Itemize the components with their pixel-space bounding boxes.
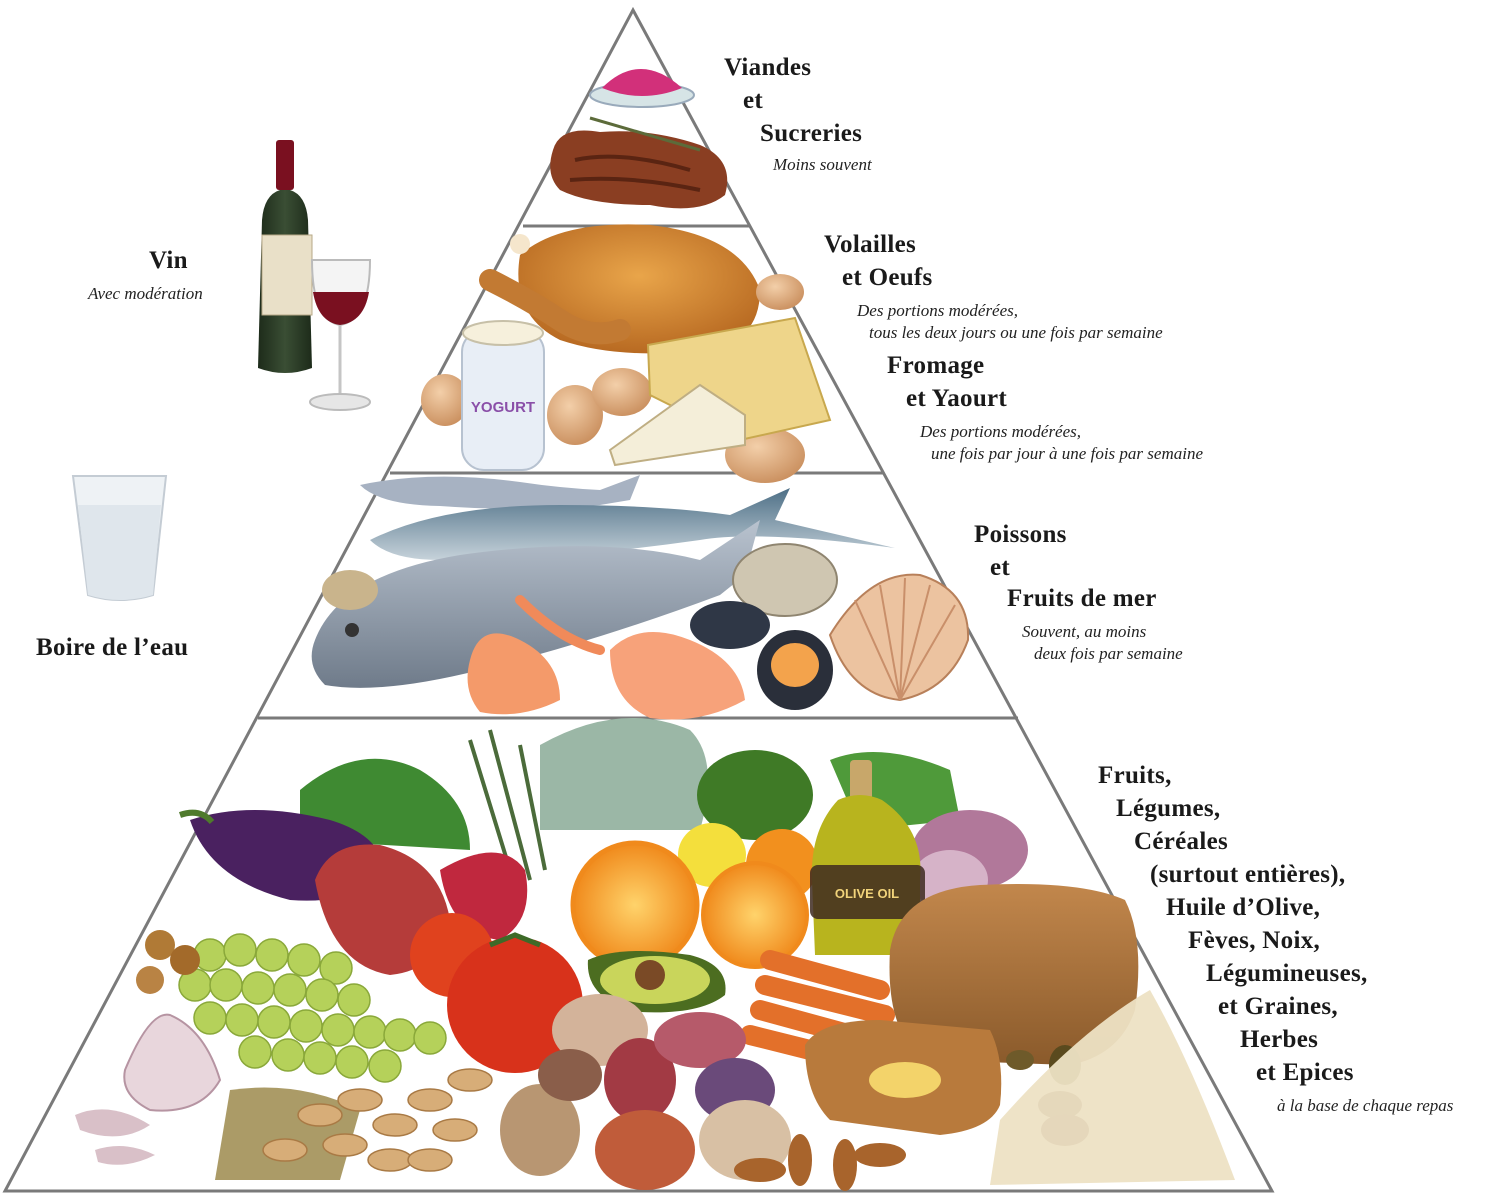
fish-frequency-note-line-1: Souvent, au moins: [1022, 621, 1146, 643]
water-glass-illustration: [73, 476, 166, 600]
cheese-frequency-note-line-1: Des portions modérées,: [920, 421, 1081, 443]
cheese-frequency-note-line-2: une fois par jour à une fois par semaine: [931, 443, 1203, 465]
poultry-frequency-note-line-2: tous les deux jours ou une fois par sema…: [869, 322, 1163, 344]
yogurt-cup-label: YOGURT: [471, 399, 535, 416]
fish-title-line-3: Fruits de mer: [1007, 582, 1157, 615]
olive-oil-bottle-label: OLIVE OIL: [835, 886, 899, 901]
base-title-line-7: Légumineuses,: [1206, 957, 1368, 990]
base-title-line-8: et Graines,: [1218, 990, 1338, 1023]
sweets-title-line-3: Sucreries: [760, 117, 862, 150]
wine-note: Avec modération: [88, 283, 203, 305]
sweets-title-line-1: Viandes: [724, 51, 811, 84]
fish-title-line-2: et: [990, 551, 1010, 584]
fish-and-seafood-illustration: [312, 475, 968, 720]
wine-title: Vin: [149, 244, 188, 277]
wine-illustration: [258, 140, 370, 410]
water-title: Boire de l’eau: [36, 631, 188, 664]
sweets-frequency-note: Moins souvent: [773, 154, 872, 176]
fish-frequency-note-line-2: deux fois par semaine: [1034, 643, 1183, 665]
cheese-title-line-2: et Yaourt: [906, 382, 1007, 415]
plant-foods-illustration: OLIVE OIL: [75, 718, 1235, 1191]
base-title-line-6: Fèves, Noix,: [1188, 924, 1320, 957]
poultry-frequency-note-line-1: Des portions modérées,: [857, 300, 1018, 322]
poultry-title-line-2: et Oeufs: [842, 261, 933, 294]
base-title-line-4: (surtout entières),: [1150, 858, 1345, 891]
fish-title-line-1: Poissons: [974, 518, 1067, 551]
cheese-title-line-1: Fromage: [887, 349, 984, 382]
base-title-line-9: Herbes: [1240, 1023, 1318, 1056]
base-title-line-5: Huile d’Olive,: [1166, 891, 1320, 924]
base-title-line-3: Céréales: [1134, 825, 1228, 858]
base-frequency-note: à la base de chaque repas: [1277, 1095, 1453, 1117]
base-title-line-1: Fruits,: [1098, 759, 1172, 792]
sweets-title-line-2: et: [743, 84, 763, 117]
meat-and-sweets-illustration: [550, 69, 727, 208]
base-title-line-10: et Epices: [1256, 1056, 1354, 1089]
poultry-title-line-1: Volailles: [824, 228, 916, 261]
base-title-line-2: Légumes,: [1116, 792, 1220, 825]
